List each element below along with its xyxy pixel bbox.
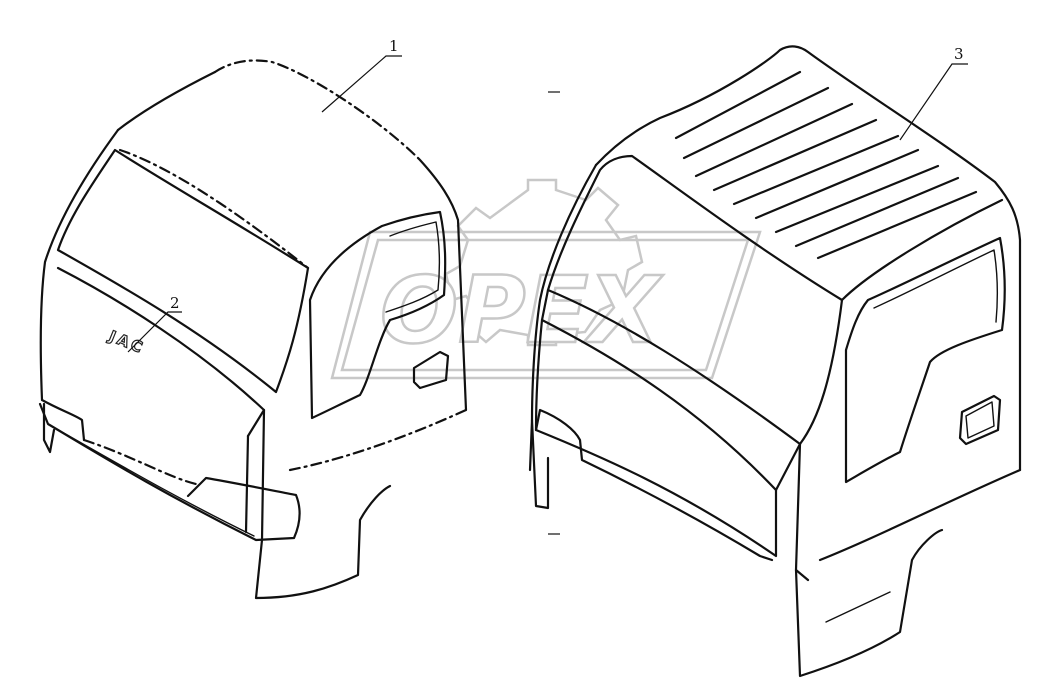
cab3-handle-inner [965, 401, 995, 439]
cab1-lower-dashed [288, 408, 468, 472]
cab1-roof-dashed [213, 59, 422, 162]
cab3-left-leg [530, 418, 550, 510]
cab3-windshield-band [540, 288, 802, 492]
cab1-front-panel [56, 266, 266, 438]
cab1-windshield [56, 148, 310, 394]
cab3-a-pillar [794, 442, 810, 582]
cab1-roof-solid [116, 70, 217, 132]
cab-shell-left [38, 59, 468, 600]
jac-badge: JAC [106, 327, 148, 358]
callout-1-leader [321, 55, 402, 113]
cab3-outline-top [594, 45, 1022, 472]
cab-shell-right [528, 45, 1022, 678]
cab3-lower-side [818, 468, 1022, 562]
cab3-door-window [844, 236, 1006, 484]
cab3-front-lower [534, 408, 774, 562]
watermark-frame-inner [340, 238, 750, 372]
watermark-frame [330, 230, 762, 380]
cab1-front-lower-dashed [82, 438, 198, 486]
cab3-roof-ribs [674, 70, 978, 260]
cab3-front-panel [534, 318, 778, 558]
cab1-roof-front-dashed [118, 148, 310, 270]
cab1-door-window [308, 210, 447, 420]
callout-1-label: 1 [389, 37, 399, 55]
cab1-door-window-inner [385, 221, 441, 313]
cab1-roof-right [418, 158, 468, 412]
callout-3: 3 [899, 45, 968, 141]
cab3-windshield [546, 154, 844, 446]
cab1-left-corner [42, 402, 56, 454]
cab1-step [254, 484, 392, 600]
cab1-front-lower [40, 398, 86, 442]
cab1-a-pillar [244, 408, 266, 542]
cab3-outline-left [528, 163, 598, 472]
cab1-handle [412, 350, 450, 390]
watermark-text: OPEX [380, 257, 663, 364]
callout-3-leader [899, 63, 968, 141]
opex-watermark: OPEX [330, 178, 762, 380]
callout-3-label: 3 [954, 45, 964, 63]
callout-2-leader [127, 311, 182, 353]
cab3-door-window-inner [873, 249, 999, 323]
cab1-bumper-line [47, 423, 255, 537]
cab3-handle [958, 394, 1002, 446]
cab1-bumper [38, 402, 301, 542]
cab3-side-outline [840, 198, 1004, 302]
cab3-step [794, 528, 944, 678]
cab1-front-left-edge [39, 128, 120, 402]
callout-1: 1 [321, 37, 402, 113]
cab3-step-line [825, 591, 891, 623]
callout-2-label: 2 [170, 294, 180, 312]
watermark-gear [444, 178, 644, 347]
callout-2: 2 [127, 294, 182, 353]
